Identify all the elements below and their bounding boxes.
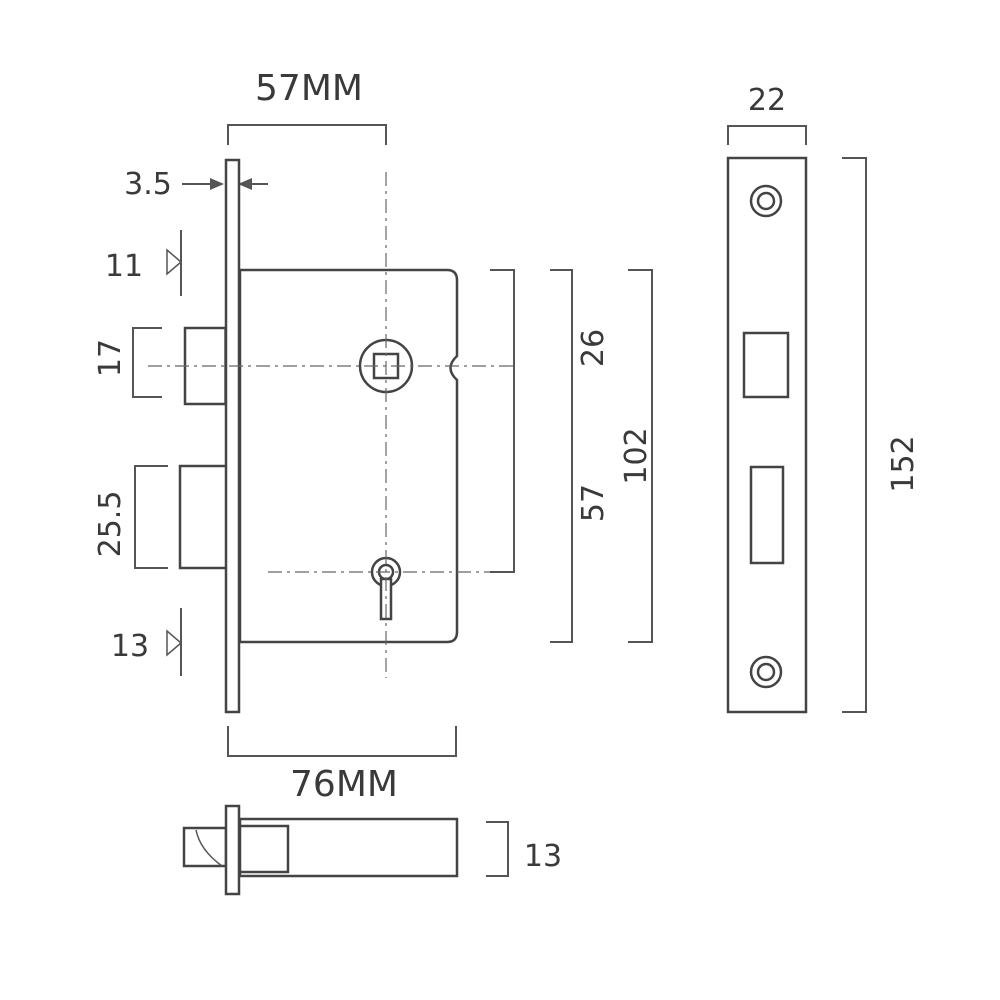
case-depth-label: 76MM [290,764,398,805]
latch-head [182,826,228,868]
bolt-height-dimension: 25.5 [93,465,168,569]
forend-plate [726,156,808,714]
bolt-step [238,824,290,874]
latch-offset-label: 11 [105,249,143,284]
forend-front-view: 22 152 [726,83,921,714]
deadbolt [178,464,230,570]
case-depth-dimension: 76MM [227,726,457,805]
latch-height-dimension: 17 [93,327,162,398]
backset-label: 57MM [255,68,363,109]
follower-to-top-label: 26 [576,329,611,367]
latch-opening [742,331,790,399]
bolt-height-label: 25.5 [93,491,128,558]
centers-dimension: 26 57 [550,269,611,643]
case-height-label: 102 [619,427,654,484]
follower-to-top-dimension [490,269,515,573]
lock-side-view [148,158,515,714]
faceplate [224,158,241,714]
backset-dimension: 57MM [227,68,387,145]
forend-width-label: 22 [748,83,786,118]
bolt-offset-label: 13 [111,629,149,664]
faceplate-thickness-label: 3.5 [124,167,172,202]
centers-label: 57 [576,484,611,522]
faceplate-thickness-dimension: 3.5 [124,167,268,202]
bolt-offset-dimension: 13 [111,608,183,676]
lock-case [238,268,459,644]
latch-offset-dimension: 11 [105,230,183,296]
bolt-thickness-label: 13 [524,839,562,874]
latch-height-label: 17 [93,339,128,377]
bolt-faceplate [224,804,241,896]
forend-height-label: 152 [886,435,921,492]
case-height-dimension: 102 [619,269,654,643]
bolt-opening [749,465,785,565]
bolt-top-view: 13 [182,804,562,896]
